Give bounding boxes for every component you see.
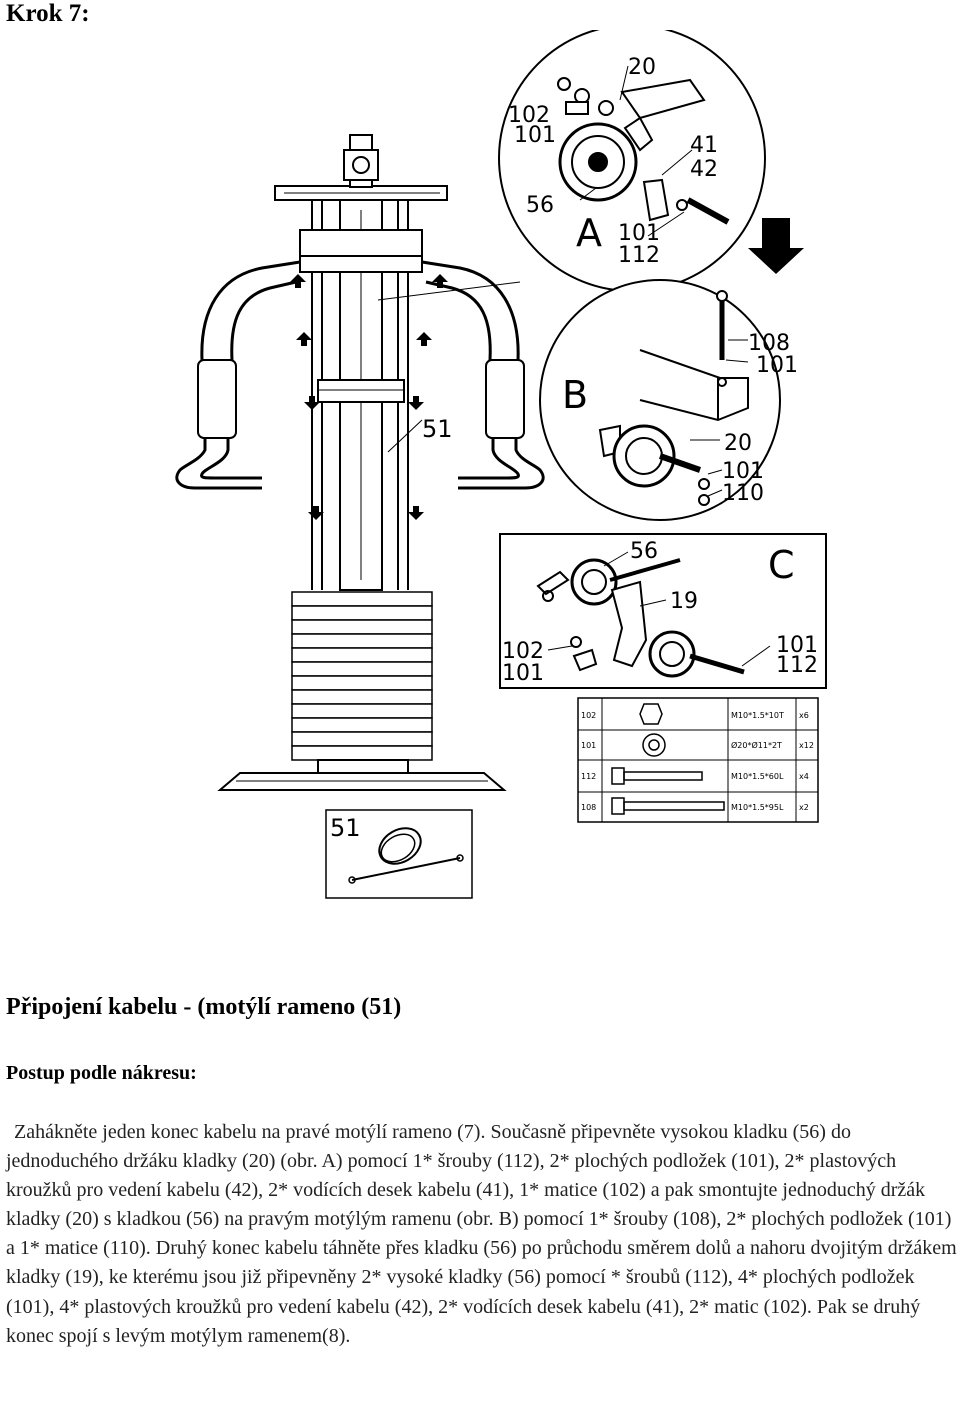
parts-row-2-qty: x12 bbox=[799, 741, 814, 750]
callout-a-20: 20 bbox=[628, 55, 656, 80]
parts-row-4-qty: x2 bbox=[799, 803, 809, 812]
callout-c-101b: 101 bbox=[776, 633, 818, 658]
callout-b-110: 110 bbox=[722, 481, 764, 506]
callout-c-112: 112 bbox=[776, 653, 818, 678]
nut-icon bbox=[639, 703, 663, 725]
assembly-drawing: 20 102 101 41 42 56 A 101 112 bbox=[0, 30, 960, 910]
callout-a-102: 102 bbox=[508, 103, 550, 128]
callout-b-20: 20 bbox=[724, 431, 752, 456]
parts-row-3-spec: M10*1.5*60L bbox=[731, 772, 784, 781]
callout-c-56: 56 bbox=[630, 539, 658, 564]
callout-b-101: 101 bbox=[756, 353, 798, 378]
callout-a-42: 42 bbox=[690, 157, 718, 182]
parts-row-3-qty: x4 bbox=[799, 772, 809, 781]
parts-row-2-code: 101 bbox=[581, 741, 596, 750]
callout-a-112: 112 bbox=[618, 243, 660, 268]
detail-a: 20 102 101 41 42 56 A 101 112 bbox=[498, 30, 766, 292]
callout-a-101b: 101 bbox=[618, 221, 660, 246]
parts-table: 102 M10*1.5*10T x6 101 Ø20*Ø11*2T x12 11… bbox=[577, 697, 819, 823]
callout-a-41: 41 bbox=[690, 133, 718, 158]
detail-c: 56 C 19 102 101 101 112 bbox=[499, 533, 827, 689]
step-heading: Krok 7: bbox=[6, 0, 90, 27]
label-c: C bbox=[768, 543, 795, 587]
callout-a-101: 101 bbox=[514, 123, 556, 148]
callout-b-108: 108 bbox=[748, 331, 790, 356]
procedure-subtitle: Postup podle nákresu: bbox=[6, 1062, 197, 1084]
parts-row-1-code: 102 bbox=[581, 711, 596, 720]
callout-c-19: 19 bbox=[670, 589, 698, 614]
cable-inset: 51 bbox=[325, 809, 473, 899]
detail-b: 108 101 B 20 101 110 bbox=[539, 279, 798, 521]
gym-machine-frame bbox=[175, 134, 545, 791]
section-title: Připojení kabelu - (motýlí rameno (51) bbox=[6, 994, 402, 1020]
callout-b-101b: 101 bbox=[722, 459, 764, 484]
parts-row-4-spec: M10*1.5*95L bbox=[731, 803, 784, 812]
label-a: A bbox=[576, 211, 602, 255]
parts-row-1-spec: M10*1.5*10T bbox=[731, 711, 784, 720]
washer-icon bbox=[642, 733, 666, 757]
label-b: B bbox=[562, 373, 588, 417]
parts-row-2-spec: Ø20*Ø11*2T bbox=[731, 740, 782, 750]
inset-label-51: 51 bbox=[330, 814, 361, 842]
down-arrow-icon bbox=[748, 218, 804, 274]
parts-row-3-code: 112 bbox=[581, 772, 596, 781]
callout-c-101: 101 bbox=[502, 661, 544, 686]
callout-a-56: 56 bbox=[526, 193, 554, 218]
instruction-paragraph: Zahákněte jeden konec kabelu na pravé mo… bbox=[6, 1121, 957, 1347]
parts-row-4-code: 108 bbox=[581, 803, 596, 812]
callout-c-102: 102 bbox=[502, 639, 544, 664]
parts-row-1-qty: x6 bbox=[799, 711, 809, 720]
callout-butterfly-51: 51 bbox=[422, 415, 453, 443]
